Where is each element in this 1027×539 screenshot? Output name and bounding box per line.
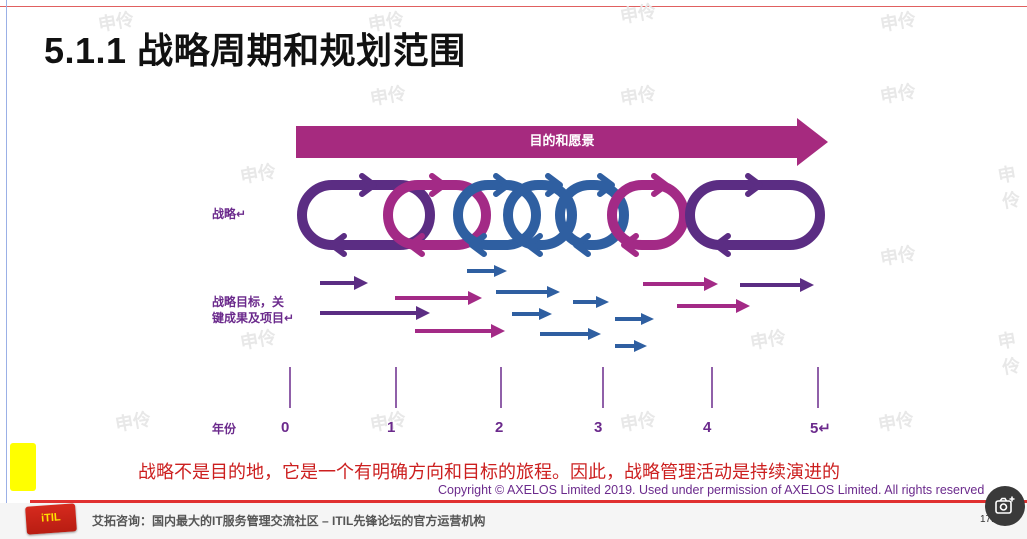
objective-arrow <box>573 296 609 308</box>
footer-text: 艾拓咨询：国内最大的IT服务管理交流社区 – ITIL先锋论坛的官方运营机构 <box>92 514 486 528</box>
copyright-notice: Copyright © AXELOS Limited 2019. Used un… <box>438 483 985 497</box>
footer-bar <box>0 503 1027 539</box>
objective-arrow <box>643 277 718 291</box>
year-1: 1 <box>387 419 396 436</box>
strategy-label: 战略↵ <box>212 207 247 221</box>
purpose-arrow <box>296 118 828 166</box>
cycle-blue-1 <box>453 180 541 250</box>
year-5: 5↵ <box>810 420 831 437</box>
cycle-purple-2 <box>685 180 825 250</box>
objective-arrow <box>320 276 368 290</box>
cycle-blue-2 <box>503 180 577 250</box>
screenshot-button[interactable] <box>985 486 1025 526</box>
objective-arrow <box>740 278 814 292</box>
left-rule <box>6 0 7 539</box>
cycle-arrowheads <box>329 173 763 257</box>
objective-arrow <box>615 313 654 325</box>
objective-arrow <box>512 308 552 320</box>
objective-arrow <box>677 299 750 313</box>
highlight-marker <box>10 443 36 491</box>
objectives-label-line2: 键成果及项目↵ <box>212 311 295 325</box>
objective-arrow <box>320 306 430 320</box>
camera-plus-icon <box>995 496 1015 514</box>
page-title: 5.1.1 战略周期和规划范围 <box>44 30 466 71</box>
objective-arrow <box>395 291 482 305</box>
footer-rule <box>30 500 1027 503</box>
objective-arrows <box>320 265 814 352</box>
itil-logo: iTIL <box>25 503 77 535</box>
objective-arrow <box>415 324 505 338</box>
cycle-blue-3 <box>555 180 629 250</box>
objective-arrow <box>615 340 647 352</box>
top-rule <box>0 6 1027 7</box>
year-2: 2 <box>495 419 504 436</box>
strategy-cycles <box>297 180 825 250</box>
cycle-magenta-2 <box>607 180 689 250</box>
purpose-arrow-label: 目的和愿景 <box>529 133 594 148</box>
caption: 战略不是目的地，它是一个有明确方向和目标的旅程。因此，战略管理活动是持续演进的 <box>138 462 840 482</box>
objective-arrow <box>540 328 601 340</box>
cycle-magenta-1 <box>383 180 491 250</box>
cycle-purple-1 <box>297 180 435 250</box>
page-number: 171 <box>980 514 997 525</box>
year-4: 4 <box>703 419 712 436</box>
year-0: 0 <box>281 419 290 436</box>
objective-arrow <box>496 286 560 298</box>
objective-arrow <box>467 265 507 277</box>
year-3: 3 <box>594 419 603 436</box>
year-label: 年份 <box>212 422 237 436</box>
objectives-label-line1: 战略目标，关 <box>212 295 285 309</box>
year-ticks <box>289 367 819 408</box>
